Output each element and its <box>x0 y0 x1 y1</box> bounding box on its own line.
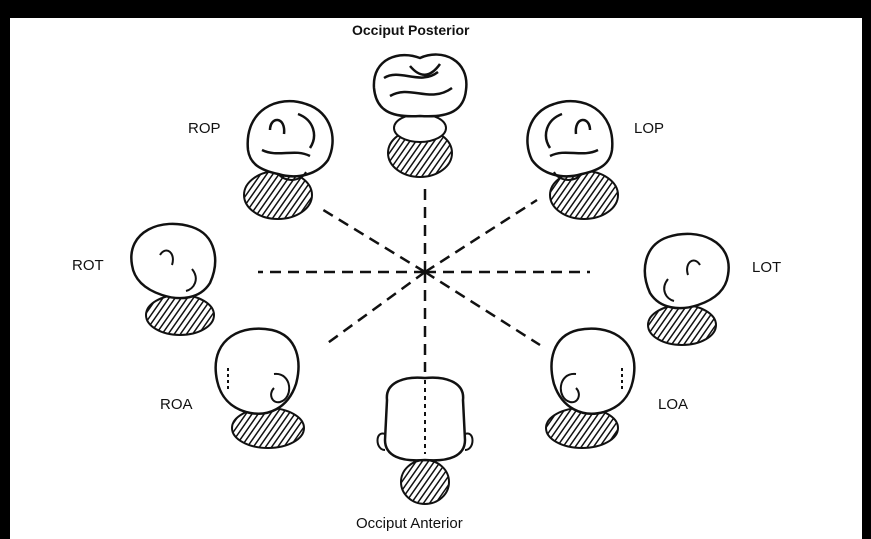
spoke-rop <box>320 208 425 272</box>
fetal-head-rop <box>244 101 333 219</box>
fetal-head-lop <box>527 101 618 219</box>
label-rop: ROP <box>188 120 221 137</box>
direction-lines <box>258 185 590 372</box>
label-loa: LOA <box>658 396 688 413</box>
label-lot: LOT <box>752 259 781 276</box>
fetal-head-loa <box>546 329 634 448</box>
fetal-head-roa <box>216 329 304 448</box>
spoke-roa <box>325 272 425 345</box>
spoke-loa <box>425 272 540 345</box>
label-occiput-posterior: Occiput Posterior <box>352 22 469 38</box>
fetal-head-occiput-anterior <box>378 378 473 504</box>
spoke-lop <box>425 200 537 272</box>
label-rot: ROT <box>72 257 104 274</box>
fetal-head-rot <box>131 224 215 335</box>
label-roa: ROA <box>160 396 193 413</box>
fetal-head-occiput-posterior <box>374 55 466 177</box>
fetal-head-lot <box>645 234 729 345</box>
label-occiput-anterior: Occiput Anterior <box>356 515 463 532</box>
label-lop: LOP <box>634 120 664 137</box>
